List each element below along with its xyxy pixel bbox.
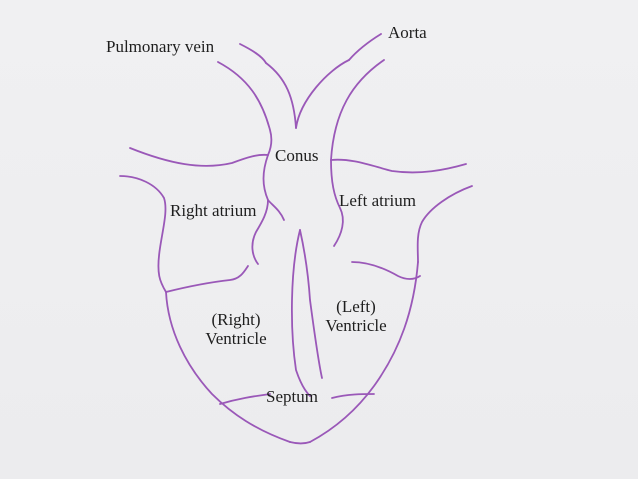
right-atrium-inner xyxy=(251,154,269,265)
septum-right-line xyxy=(331,393,375,399)
left-av-line xyxy=(351,261,421,280)
left-pulmonary-branch-upper xyxy=(330,158,467,174)
label-left-ventricle-line2: Ventricle xyxy=(325,316,387,335)
left-atrium-inner xyxy=(330,159,344,247)
vessel-left-inner xyxy=(265,62,297,129)
label-conus: Conus xyxy=(275,146,319,165)
right-ventricle-wall xyxy=(165,291,291,443)
right-pulmonary-branch-upper xyxy=(129,147,269,167)
pointer-aorta xyxy=(348,33,382,61)
label-right-ventricle-line2: Ventricle xyxy=(205,329,267,348)
label-pulmonary-vein: Pulmonary vein xyxy=(106,37,215,56)
left-atrium-wall xyxy=(416,185,473,263)
label-left-atrium: Left atrium xyxy=(339,191,416,210)
pointer-pulmonary-vein xyxy=(239,43,267,64)
vessel-left-outer xyxy=(217,61,273,156)
apex-bottom xyxy=(289,441,311,445)
interventricular-septum-left xyxy=(291,229,311,397)
label-right-atrium: Right atrium xyxy=(170,201,257,220)
label-aorta: Aorta xyxy=(388,23,427,42)
right-atrium-wall xyxy=(119,175,167,293)
interventricular-septum-right xyxy=(299,229,323,379)
label-right-ventricle: (Right) Ventricle xyxy=(196,310,276,348)
septum-left-line xyxy=(219,393,271,405)
label-left-ventricle-line1: (Left) xyxy=(336,297,376,316)
left-ventricle-wall xyxy=(309,261,419,443)
label-left-ventricle: (Left) Ventricle xyxy=(316,297,396,335)
vessel-right-inner xyxy=(295,59,350,129)
label-right-ventricle-line1: (Right) xyxy=(211,310,261,329)
conus-septum-left xyxy=(267,199,285,221)
label-septum: Septum xyxy=(266,387,318,406)
vessel-right-outer xyxy=(330,59,385,161)
right-av-line xyxy=(165,265,249,293)
